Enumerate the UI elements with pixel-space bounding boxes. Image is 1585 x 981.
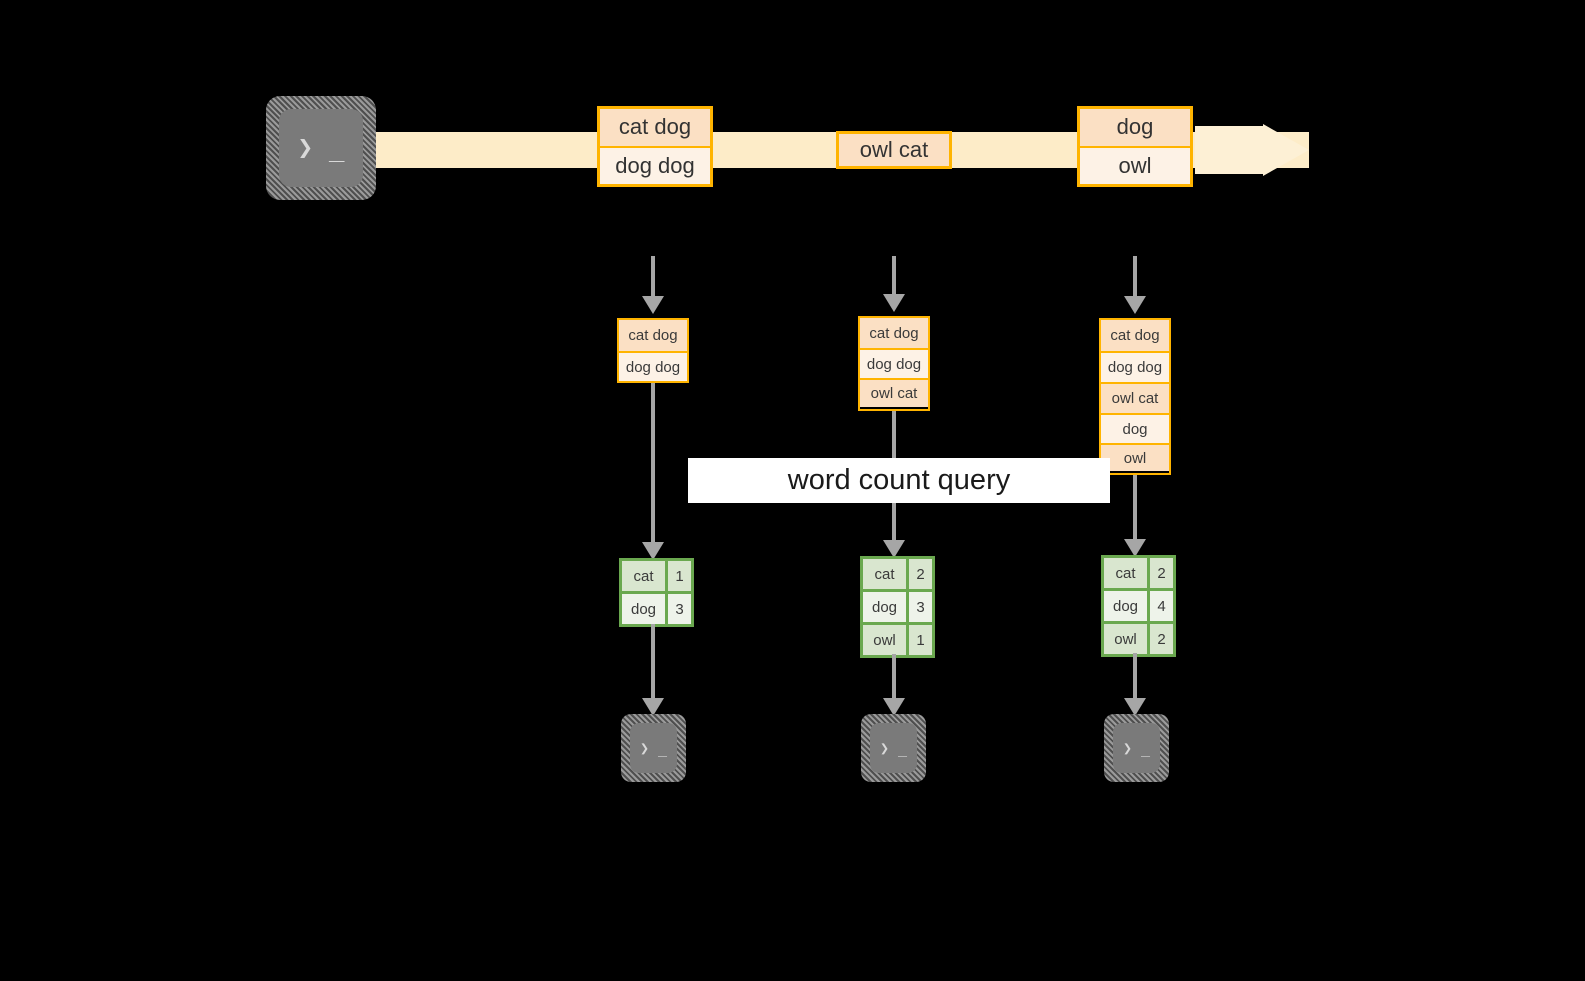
snapshot-2-sink-terminal[interactable]: ❯ _ [861, 714, 926, 782]
terminal-prompt-icon: ❯ _ [297, 133, 345, 163]
snapshot-3-result-table[interactable]: cat 2 dog 4 owl 2 [1101, 555, 1176, 657]
snapshot-2-query-arrow-icon [883, 540, 905, 558]
table-row: owl 2 [1104, 621, 1173, 654]
snapshot-3-query-arrow-icon [1124, 539, 1146, 557]
result-count: 4 [1147, 591, 1173, 621]
snapshot-1-trigger-arrow-icon [642, 296, 664, 314]
snapshot-2-buffer[interactable]: cat dog dog dog owl cat [858, 316, 930, 411]
terminal-prompt-icon: ❯ _ [639, 738, 668, 757]
result-count: 1 [665, 561, 691, 591]
terminal-screen [279, 109, 363, 187]
snapshot-3-sink-terminal[interactable]: ❯ _ [1104, 714, 1169, 782]
stream-message-line: owl cat [839, 134, 949, 166]
snapshot-1-sink-terminal[interactable]: ❯ _ [621, 714, 686, 782]
result-word: owl [863, 625, 906, 655]
snapshot-1-trigger-line [651, 256, 655, 300]
buffer-line: dog dog [860, 348, 928, 378]
snapshot-3-sink-line [1133, 653, 1137, 704]
snapshot-1-sink-arrow-icon [642, 698, 664, 716]
snapshot-1-query-line [651, 383, 655, 548]
result-count: 2 [906, 559, 932, 589]
snapshot-3-sink-arrow-icon [1124, 698, 1146, 716]
result-word: cat [622, 561, 665, 591]
snapshot-2-sink-line [892, 654, 896, 704]
result-word: cat [863, 559, 906, 589]
terminal-prompt-icon: ❯ _ [879, 738, 908, 757]
buffer-line: cat dog [1101, 320, 1169, 351]
result-word: dog [863, 592, 906, 622]
snapshot-2-result-table[interactable]: cat 2 dog 3 owl 1 [860, 556, 935, 658]
result-count: 3 [906, 592, 932, 622]
snapshot-2-sink-arrow-icon [883, 698, 905, 716]
table-row: dog 3 [863, 589, 932, 622]
result-count: 1 [906, 625, 932, 655]
buffer-line: dog dog [619, 351, 687, 381]
snapshot-2-trigger-arrow-icon [883, 294, 905, 312]
table-row: dog 4 [1104, 588, 1173, 621]
table-row: dog 3 [622, 591, 691, 624]
buffer-line: dog dog [1101, 351, 1169, 382]
terminal-screen [870, 723, 917, 773]
buffer-line: owl [1101, 443, 1169, 471]
snapshot-1-query-arrow-icon [642, 542, 664, 560]
stream-message-2[interactable]: owl cat [836, 131, 952, 169]
result-count: 3 [665, 594, 691, 624]
buffer-line: owl cat [860, 378, 928, 407]
result-word: cat [1104, 558, 1147, 588]
stream-message-line: owl [1080, 145, 1190, 184]
buffer-line: cat dog [860, 318, 928, 348]
stream-message-3[interactable]: dog owl [1077, 106, 1193, 187]
query-label: word count query [688, 458, 1110, 503]
result-count: 2 [1147, 624, 1173, 654]
table-row: owl 1 [863, 622, 932, 655]
stream-message-line: dog dog [600, 145, 710, 184]
stream-message-line: dog [1080, 109, 1190, 146]
buffer-line: dog [1101, 413, 1169, 443]
snapshot-1-sink-line [651, 624, 655, 704]
snapshot-1-result-table[interactable]: cat 1 dog 3 [619, 558, 694, 627]
terminal-prompt-icon: ❯ _ [1122, 738, 1151, 757]
result-word: owl [1104, 624, 1147, 654]
snapshot-3-buffer[interactable]: cat dog dog dog owl cat dog owl [1099, 318, 1171, 475]
source-terminal[interactable]: ❯ _ [266, 96, 376, 200]
terminal-screen [1113, 723, 1160, 773]
stream-message-1[interactable]: cat dog dog dog [597, 106, 713, 187]
snapshot-2-trigger-line [892, 256, 896, 298]
stream-arrow-head-icon [1263, 124, 1309, 176]
buffer-line: cat dog [619, 320, 687, 351]
result-count: 2 [1147, 558, 1173, 588]
buffer-line: owl cat [1101, 382, 1169, 413]
snapshot-3-trigger-line [1133, 256, 1137, 300]
snapshot-3-trigger-arrow-icon [1124, 296, 1146, 314]
table-row: cat 1 [622, 561, 691, 591]
stream-arrow-shaft [1195, 126, 1265, 174]
result-word: dog [622, 594, 665, 624]
snapshot-1-buffer[interactable]: cat dog dog dog [617, 318, 689, 383]
snapshot-3-query-line [1133, 475, 1137, 545]
table-row: cat 2 [863, 559, 932, 589]
query-label-text: word count query [787, 464, 1011, 496]
table-row: cat 2 [1104, 558, 1173, 588]
result-word: dog [1104, 591, 1147, 621]
terminal-screen [630, 723, 677, 773]
stream-message-line: cat dog [600, 109, 710, 146]
